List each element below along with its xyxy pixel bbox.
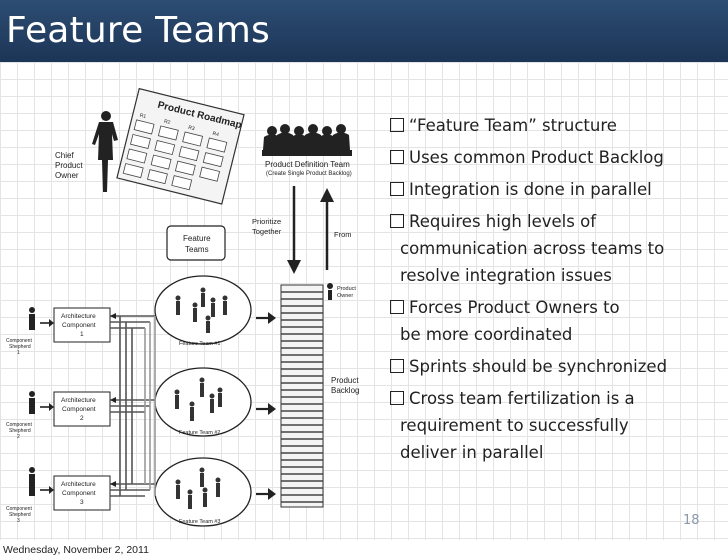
slide-body — [0, 62, 728, 540]
shepherd-arrows — [40, 319, 54, 494]
bullet-text-continued: deliver in parallel — [400, 443, 544, 462]
product-owner-figure — [327, 283, 333, 300]
page-number: 18 — [683, 513, 700, 528]
slide-title: Feature Teams — [6, 10, 270, 51]
bullet-item: Sprints should be synchronized — [390, 353, 720, 380]
bullet-item: Forces Product Owners to be more coordin… — [390, 294, 720, 348]
feature-team-1-label: Feature Team #1 — [179, 341, 220, 347]
bullet-item: Integration is done in parallel — [390, 176, 720, 203]
architecture-component-3: Architecture Component 3 — [53, 475, 111, 511]
prioritize-label-1: Prioritize — [252, 217, 281, 226]
shepherd-2-line-3: 2 — [17, 434, 20, 440]
definition-team-label: Product Definition Team — [265, 160, 350, 169]
bullet-list: “Feature Team” structure Uses common Pro… — [390, 112, 720, 471]
title-bar: Feature Teams — [0, 0, 728, 62]
architecture-3-line-2: Component — [62, 490, 96, 497]
roadmap-col-2: R2 — [163, 119, 171, 126]
shepherd-3-line-3: 3 — [17, 518, 20, 524]
architecture-2-line-3: 2 — [80, 415, 84, 422]
architecture-1-line-3: 1 — [80, 331, 84, 338]
architecture-3-line-3: 3 — [80, 499, 84, 506]
bullet-text: Sprints should be synchronized — [409, 357, 668, 376]
bullet-item: “Feature Team” structure — [390, 112, 720, 139]
prioritize-label-2: Together — [252, 227, 282, 236]
footer-date: Wednesday, November 2, 2011 — [3, 544, 149, 556]
product-owner-label-1: Product — [337, 286, 356, 292]
architecture-component-1: Architecture Component 1 — [53, 307, 111, 343]
bullet-text-continued: requirement to successfully — [400, 416, 629, 435]
prioritize-arrow-head — [287, 260, 301, 274]
footer-bar: Wednesday, November 2, 2011 — [0, 540, 728, 560]
team-to-backlog-arrows — [256, 312, 276, 500]
feature-team-1: Feature Team #1 — [154, 275, 252, 347]
feature-team-3: Feature Team #3 — [154, 457, 252, 527]
checkbox-bullet-icon — [390, 359, 404, 373]
architecture-1-line-2: Component — [62, 322, 96, 329]
feature-team-2: Feature Team #2 — [154, 367, 252, 437]
checkbox-bullet-icon — [390, 150, 404, 164]
roadmap-col-3: R3 — [188, 125, 196, 132]
architecture-2-line-1: Architecture — [61, 397, 96, 404]
component-arrow-heads — [110, 313, 116, 487]
checkbox-bullet-icon — [390, 300, 404, 314]
roadmap-col-1: R1 — [139, 113, 147, 120]
product-backlog-stack — [280, 284, 324, 508]
product-roadmap: Product Roadmap R1 R2 R3 R4 — [116, 87, 245, 205]
product-owner-label-2: Owner — [337, 293, 353, 299]
shepherd-1-line-2: Shepherd — [9, 344, 31, 350]
feature-team-2-label: Feature Team #2 — [179, 430, 220, 436]
bullet-item: Uses common Product Backlog — [390, 144, 720, 171]
bullet-text: Integration is done in parallel — [409, 180, 652, 199]
definition-team-sub: (Create Single Product Backlog) — [266, 171, 352, 177]
shepherd-2-line-2: Shepherd — [9, 428, 31, 434]
checkbox-bullet-icon — [390, 391, 404, 405]
product-backlog-label-1: Product — [331, 376, 359, 385]
shepherd-figures — [29, 307, 35, 496]
bullet-item: Requires high levels of communication ac… — [390, 208, 720, 289]
chief-label-2: Product — [55, 161, 83, 170]
bullet-text: Cross team fertilization is a — [409, 389, 635, 408]
bullet-text: Forces Product Owners to — [409, 298, 620, 317]
bullet-text: Requires high levels of — [409, 212, 597, 231]
architecture-2-line-2: Component — [62, 406, 96, 413]
feature-team-3-label: Feature Team #3 — [179, 519, 220, 525]
from-label: From — [334, 230, 352, 239]
shepherd-1-line-1: Component — [6, 338, 32, 344]
shepherd-3-line-2: Shepherd — [9, 512, 31, 518]
bullet-item: Cross team fertilization is a requiremen… — [390, 385, 720, 466]
checkbox-bullet-icon — [390, 118, 404, 132]
bullet-text-continued: communication across teams to — [400, 239, 665, 258]
roadmap-col-4: R4 — [212, 131, 220, 138]
feature-teams-diagram: Product Roadmap R1 R2 R3 R4 Chief Produc… — [6, 87, 359, 527]
bullet-text: “Feature Team” structure — [409, 116, 617, 135]
checkbox-bullet-icon — [390, 182, 404, 196]
chief-label-3: Owner — [55, 171, 79, 180]
feature-teams-label-1: Feature — [183, 234, 211, 243]
architecture-component-2: Architecture Component 2 — [53, 391, 111, 427]
bullet-text-continued: resolve integration issues — [400, 266, 612, 285]
chief-label-1: Chief — [55, 151, 74, 160]
shepherd-3-line-1: Component — [6, 506, 32, 512]
architecture-1-line-1: Architecture — [61, 313, 96, 320]
bullet-text-continued: be more coordinated — [400, 325, 573, 344]
chief-product-owner-figure — [92, 111, 118, 192]
product-definition-team-figures — [262, 124, 352, 156]
shepherd-1-line-3: 1 — [17, 350, 20, 356]
from-arrow-head — [320, 188, 334, 202]
architecture-3-line-1: Architecture — [61, 481, 96, 488]
feature-teams-label-2: Teams — [185, 245, 209, 254]
bullet-text: Uses common Product Backlog — [409, 148, 664, 167]
shepherd-2-line-1: Component — [6, 422, 32, 428]
component-connectors — [110, 315, 156, 497]
feature-teams-box — [166, 225, 226, 261]
product-backlog-label-2: Backlog — [331, 386, 359, 395]
checkbox-bullet-icon — [390, 214, 404, 228]
